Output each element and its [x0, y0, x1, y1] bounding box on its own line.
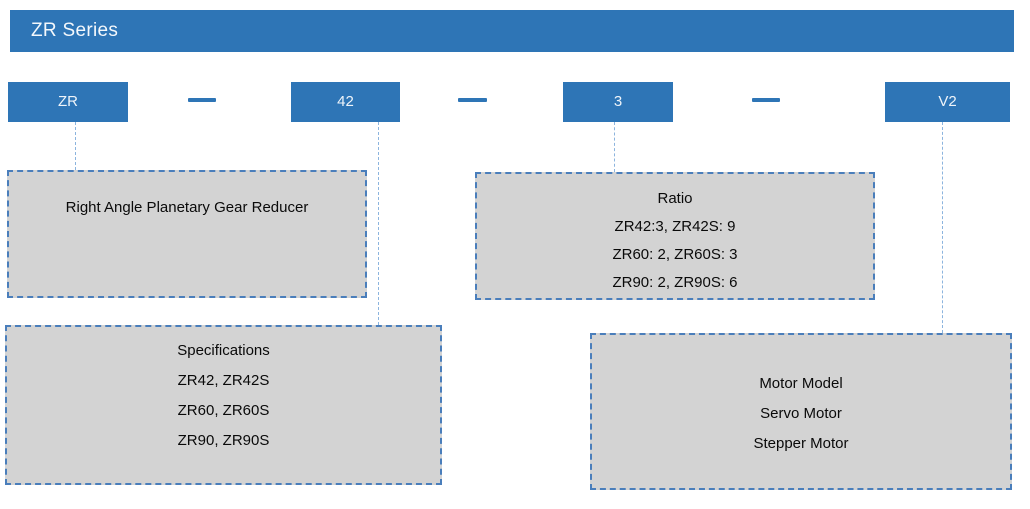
connector-line-ratio [614, 122, 615, 172]
code-segment-ratio: 3 [563, 82, 673, 122]
code-segment-zr: ZR [8, 82, 128, 122]
code-segment-size: 42 [291, 82, 400, 122]
callout-motor-model: Motor Model Servo Motor Stepper Motor [590, 333, 1012, 490]
code-segment-motor: V2 [885, 82, 1010, 122]
code-separator-dash [458, 98, 487, 102]
connector-line-zr [75, 122, 76, 170]
callout-line: ZR60: 2, ZR60S: 3 [612, 246, 738, 263]
callout-specifications: Specifications ZR42, ZR42S ZR60, ZR60S Z… [5, 325, 442, 485]
callout-line: Stepper Motor [753, 435, 849, 452]
series-title-bar: ZR Series [10, 10, 1014, 52]
callout-gear-reducer: Right Angle Planetary Gear Reducer [7, 170, 367, 298]
callout-line: ZR60, ZR60S [177, 402, 270, 419]
callout-title: Motor Model [759, 375, 843, 392]
callout-line: ZR90, ZR90S [177, 432, 270, 449]
callout-line: ZR42:3, ZR42S: 9 [614, 218, 736, 235]
connector-line-motor [942, 122, 943, 333]
callout-ratio: Ratio ZR42:3, ZR42S: 9 ZR60: 2, ZR60S: 3… [475, 172, 875, 300]
code-separator-dash [752, 98, 780, 102]
connector-line-size [378, 122, 379, 325]
callout-title: Ratio [657, 190, 693, 207]
code-separator-dash [188, 98, 216, 102]
callout-title: Right Angle Planetary Gear Reducer [65, 199, 309, 216]
callout-line: ZR90: 2, ZR90S: 6 [612, 274, 738, 291]
callout-line: ZR42, ZR42S [177, 372, 270, 389]
callout-line: Servo Motor [760, 405, 842, 422]
callout-title: Specifications [177, 342, 270, 359]
